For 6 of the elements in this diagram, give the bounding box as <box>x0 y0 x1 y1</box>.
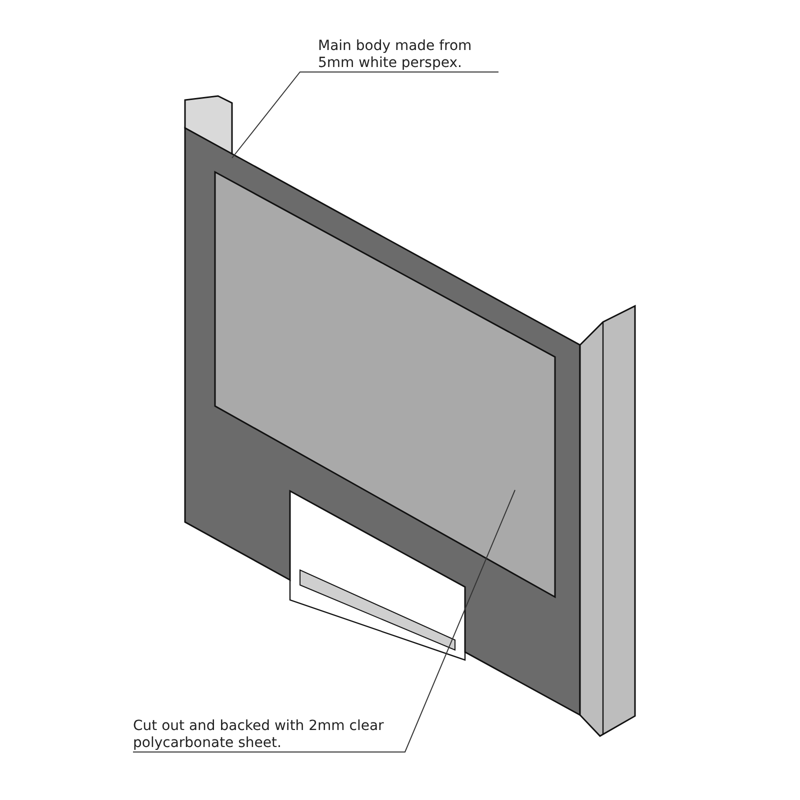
window-panel <box>214 170 556 598</box>
leader-line <box>132 490 516 752</box>
callout-text: Cut out and backed with 2mm clear polycarbonate sheet. <box>133 718 413 752</box>
leader-line <box>232 72 499 158</box>
callout-text: Main body made from 5mm white perspex. <box>318 38 508 72</box>
main-body-drawing <box>184 95 636 737</box>
